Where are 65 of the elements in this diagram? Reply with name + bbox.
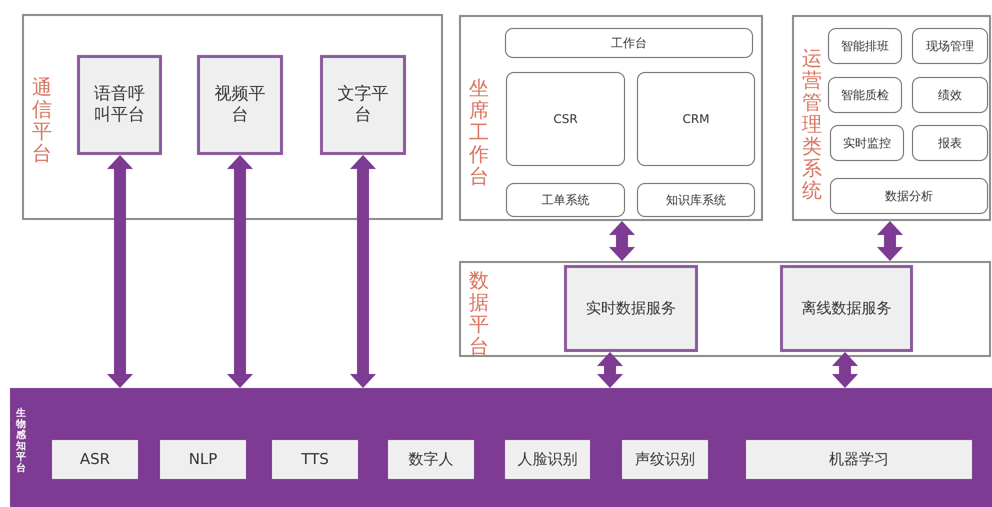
platform-title: 数据平台	[469, 269, 489, 357]
platform-panel	[792, 15, 991, 221]
box-label: 机器学习	[829, 449, 889, 470]
box-label: 工单系统	[542, 192, 590, 209]
module-box	[505, 28, 753, 58]
platform-title: 生物感知平台	[16, 408, 26, 474]
box-label: 离线数据服务	[802, 298, 892, 320]
module-box	[828, 28, 902, 64]
box-label: 知识库系统	[666, 192, 726, 209]
box-label: CRM	[682, 111, 710, 128]
module-box	[506, 72, 625, 166]
box-label: NLP	[188, 449, 218, 470]
module-box	[830, 125, 904, 161]
box-label: 实时监控	[843, 135, 891, 152]
module-box	[912, 77, 988, 113]
box-label: 现场管理	[926, 38, 974, 55]
service-box	[564, 265, 698, 352]
double-arrow	[832, 352, 858, 388]
box-label: 报表	[938, 135, 962, 152]
box-label: 数字人	[408, 449, 454, 470]
platform-title: 通信平台	[32, 76, 52, 164]
box-label: 视频平台	[214, 84, 266, 126]
platform-box	[320, 55, 406, 155]
module-box	[830, 178, 988, 214]
capability-box	[388, 440, 474, 479]
module-box	[912, 28, 988, 64]
module-box	[912, 125, 988, 161]
platform-box	[197, 55, 283, 155]
module-box	[637, 183, 755, 217]
platform-title: 运营管理类系统	[802, 47, 822, 201]
box-label: 实时数据服务	[586, 298, 676, 320]
box-label: 工作台	[611, 35, 647, 52]
box-label: 数据分析	[885, 188, 933, 205]
double-arrow	[227, 155, 253, 388]
double-arrow	[107, 155, 133, 388]
module-box	[637, 72, 755, 166]
module-box	[828, 77, 902, 113]
platform-title: 坐席工作台	[469, 77, 489, 187]
capability-box	[746, 440, 972, 479]
box-label: TTS	[301, 449, 329, 470]
capability-box	[52, 440, 138, 479]
box-label: 人脸识别	[518, 449, 578, 470]
service-box	[780, 265, 913, 352]
capability-box	[505, 440, 590, 479]
box-label: CSR	[553, 111, 578, 128]
platform-panel	[459, 15, 763, 221]
double-arrow	[877, 221, 903, 261]
module-box	[506, 183, 625, 217]
platform-panel	[22, 14, 443, 220]
box-label: ASR	[80, 449, 110, 470]
platform-box	[77, 55, 162, 155]
platform-band	[10, 388, 992, 507]
box-label: 文字平台	[336, 84, 390, 126]
box-label: 智能质检	[841, 87, 889, 104]
capability-box	[622, 440, 708, 479]
box-label: 语音呼叫平台	[93, 84, 146, 126]
capability-box	[160, 440, 246, 479]
platform-panel	[459, 261, 991, 357]
double-arrow	[609, 221, 635, 261]
box-label: 绩效	[938, 87, 962, 104]
box-label: 声纹识别	[635, 449, 695, 470]
double-arrow	[597, 352, 623, 388]
box-label: 智能排班	[841, 38, 889, 55]
capability-box	[272, 440, 358, 479]
double-arrow	[350, 155, 376, 388]
